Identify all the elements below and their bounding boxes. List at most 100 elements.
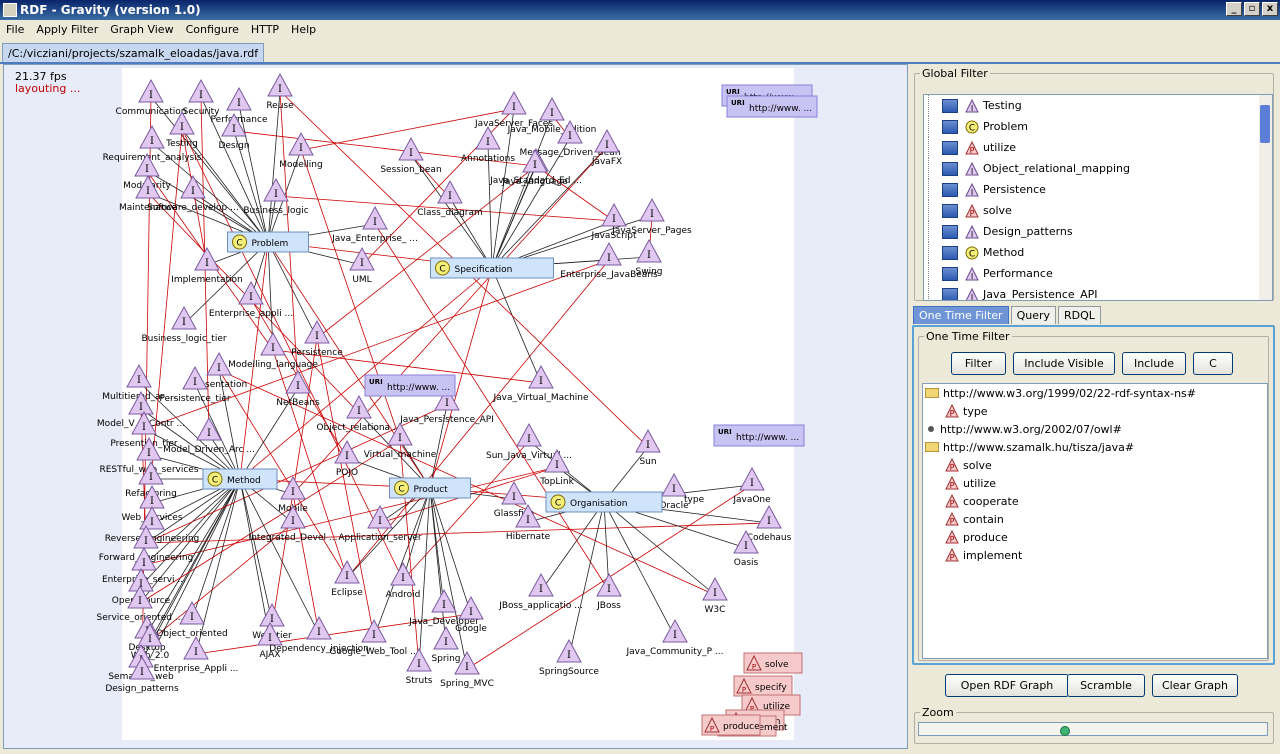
filter-checkbox[interactable] xyxy=(942,119,958,134)
instance-node-enterprise-appli[interactable]: IEnterprise_appli ... xyxy=(209,280,293,319)
filter-checkbox[interactable] xyxy=(942,203,958,218)
namespace-tree[interactable]: http://www.w3.org/1999/02/22-rdf-syntax-… xyxy=(922,383,1268,659)
uri-node[interactable]: URIhttp://www. ... xyxy=(713,424,805,447)
filter-checkbox[interactable] xyxy=(942,161,958,176)
instance-node-object-relationa[interactable]: IObject_relationa ... xyxy=(316,394,402,433)
filter-button[interactable]: Filter xyxy=(951,352,1006,375)
instance-node-java-enterprise[interactable]: IJava_Enterprise_ ... xyxy=(331,205,418,244)
instance-node-enterprise-appli[interactable]: IEnterprise_Appli ... xyxy=(154,635,239,674)
namespace-folder[interactable]: http://www.szamalk.hu/tisza/java# xyxy=(925,438,1134,456)
instance-node-software-develop[interactable]: ISoftware_develop ... xyxy=(147,174,239,213)
filter-checkbox[interactable] xyxy=(942,98,958,113)
global-filter-scrollbar[interactable] xyxy=(1259,95,1272,300)
instance-node-model-driven-arc[interactable]: IModel_Driven_Arc ... xyxy=(163,416,255,455)
scramble-button[interactable]: Scramble xyxy=(1067,674,1145,697)
menu-configure[interactable]: Configure xyxy=(185,23,239,36)
clear-button[interactable]: C xyxy=(1193,352,1233,375)
close-button[interactable]: x xyxy=(1262,2,1278,16)
minimize-button[interactable]: _ xyxy=(1226,2,1242,16)
rdf-graph[interactable]: ICommunicationISecurityIPerformanceIReus… xyxy=(4,65,908,749)
document-tab[interactable]: /C:/vicziani/projects/szamalk_eloadas/ja… xyxy=(2,43,265,62)
scroll-thumb[interactable] xyxy=(1260,105,1270,143)
filter-checkbox[interactable] xyxy=(942,224,958,239)
instance-node-sun-java-virtual[interactable]: ISun_Java_Virtual ... xyxy=(486,422,572,461)
uri-node[interactable]: URIhttp://www. ... xyxy=(726,95,818,118)
menu-apply-filter[interactable]: Apply Filter xyxy=(36,23,99,36)
open-rdf-graph-button[interactable]: Open RDF Graph xyxy=(945,674,1069,697)
namespace-leaf[interactable]: http://www.w3.org/2002/07/owl# xyxy=(925,420,1122,438)
filter-checkbox[interactable] xyxy=(942,245,958,260)
filter-checkbox[interactable] xyxy=(942,182,958,197)
instance-node-google-web-tool[interactable]: IGoogle_Web_Tool ... xyxy=(329,618,419,657)
namespace-folder[interactable]: http://www.w3.org/1999/02/22-rdf-syntax-… xyxy=(925,384,1196,402)
include-button[interactable]: Include xyxy=(1122,352,1186,375)
tab-query[interactable]: Query xyxy=(1010,306,1056,324)
tab-rdql[interactable]: RDQL xyxy=(1058,306,1101,324)
instance-node-jboss-applicatio[interactable]: IJBoss_applicatio ... xyxy=(498,572,583,611)
instance-node-service-oriented[interactable]: IService_oriented ... xyxy=(97,584,184,623)
menu-http[interactable]: HTTP xyxy=(250,23,280,36)
